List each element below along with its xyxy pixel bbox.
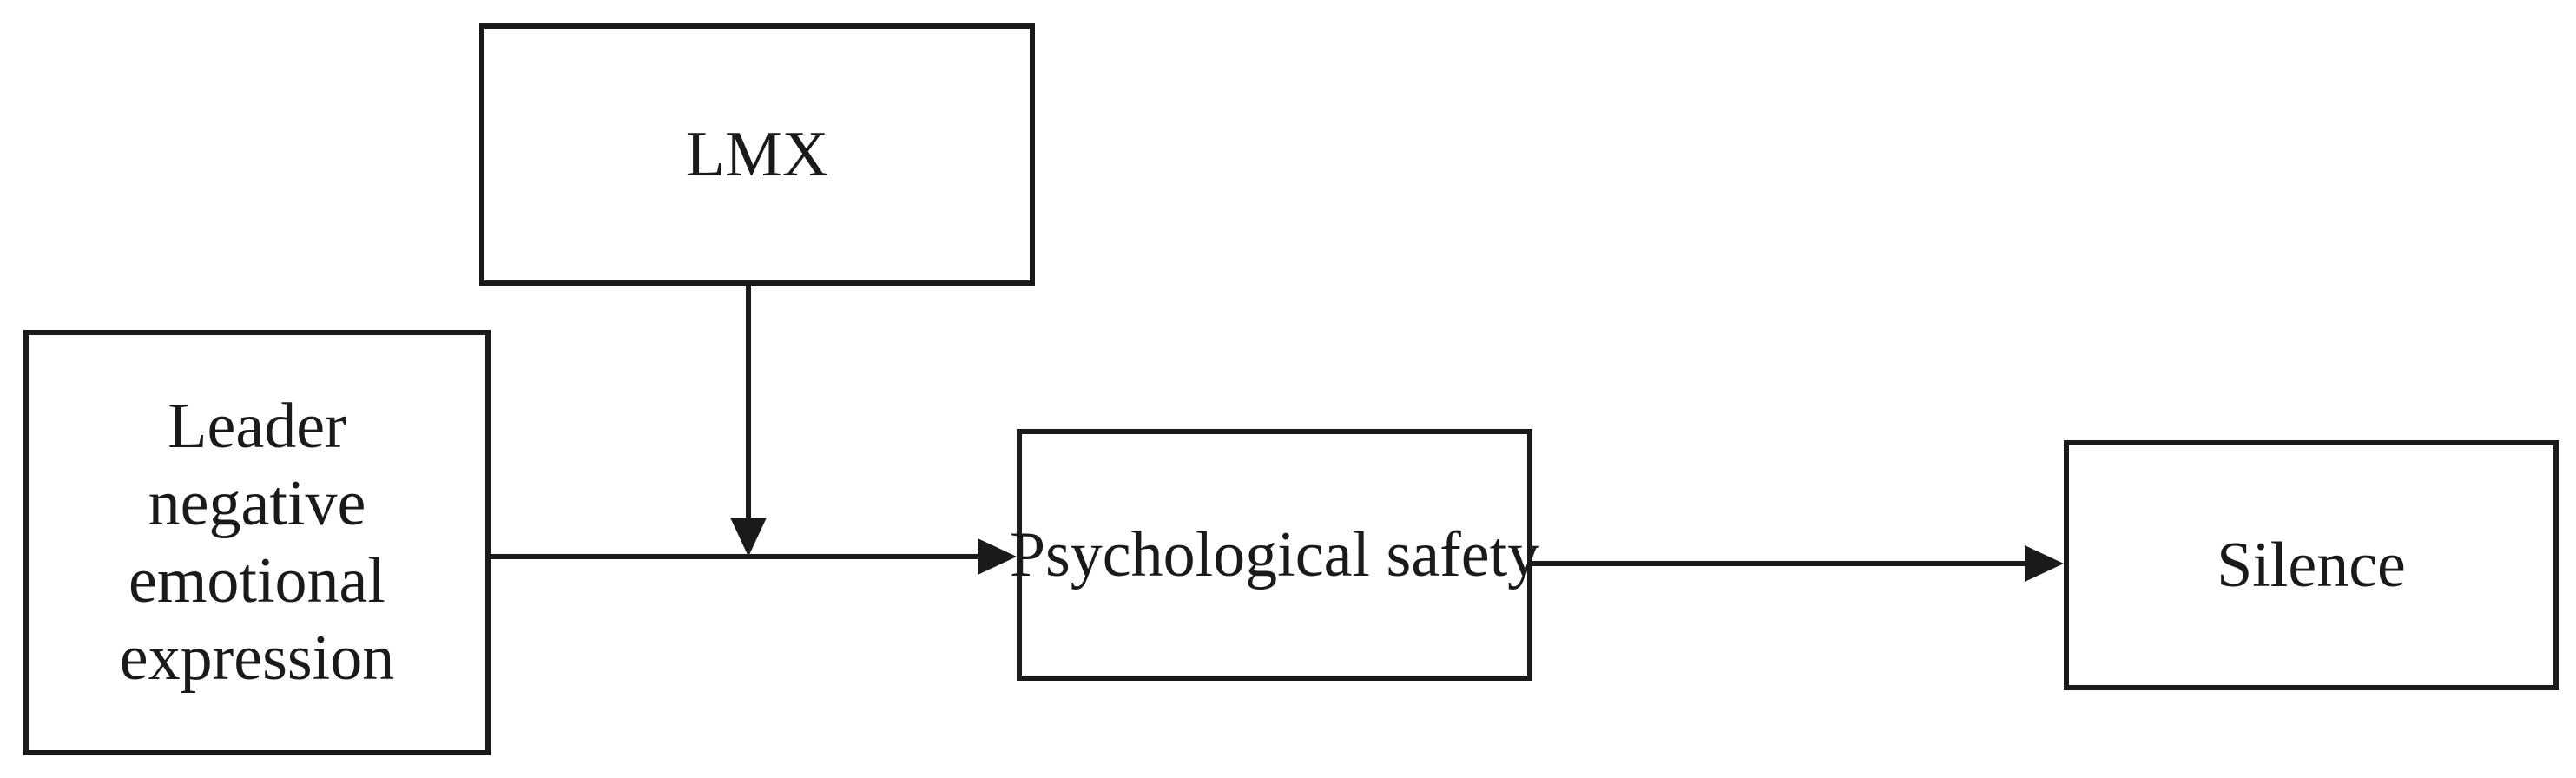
arrowhead-lmx-to-edge	[730, 518, 767, 557]
arrowhead-leader-to-psych	[978, 538, 1017, 575]
node-lmx: LMX	[479, 23, 1035, 286]
node-psych-label: Psychological safety	[1009, 518, 1540, 590]
arrowhead-psych-to-silence	[2025, 545, 2064, 582]
node-leader-negative-emotional-expression: Leader negative emotional expression	[23, 330, 491, 755]
node-psychological-safety: Psychological safety	[1010, 429, 1539, 681]
node-lmx-label: LMX	[685, 118, 829, 190]
node-silence: Silence	[2064, 440, 2559, 690]
node-silence-label: Silence	[2217, 529, 2406, 601]
node-leader-label: Leader negative emotional expression	[119, 391, 395, 694]
